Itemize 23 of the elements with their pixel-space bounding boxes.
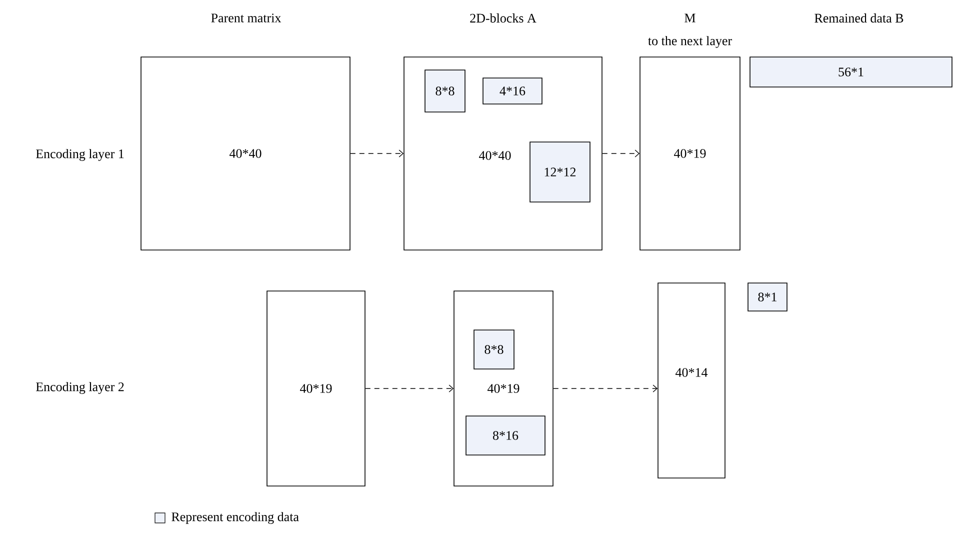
column-heading: M: [684, 14, 696, 22]
data-block: 8*8: [424, 70, 466, 112]
arrow: [553, 384, 658, 392]
legend-text: Represent encoding data: [172, 512, 299, 524]
data-block: 12*12: [530, 142, 590, 202]
data-block: 56*1: [750, 56, 952, 88]
matrix-box: 40*19: [640, 56, 740, 250]
data-block: 8*1: [748, 282, 788, 312]
arrow: [365, 384, 454, 392]
arrow: [350, 150, 404, 158]
matrix-box: 40*40: [140, 56, 350, 250]
data-block: 8*16: [466, 416, 546, 456]
data-block: 8*8: [474, 330, 514, 370]
column-heading: Parent matrix: [211, 14, 282, 22]
data-block: 4*16: [482, 78, 542, 104]
arrow: [602, 150, 640, 158]
column-heading: 2D-blocks A: [470, 13, 536, 23]
column-heading: Remained data B: [814, 13, 904, 23]
matrix-box: 40*14: [658, 282, 726, 478]
matrix-box: 40*19: [266, 290, 366, 486]
row-label: Encoding layer 1: [36, 149, 124, 161]
row-label: Encoding layer 2: [36, 382, 124, 394]
column-heading: to the next layer: [648, 36, 732, 48]
